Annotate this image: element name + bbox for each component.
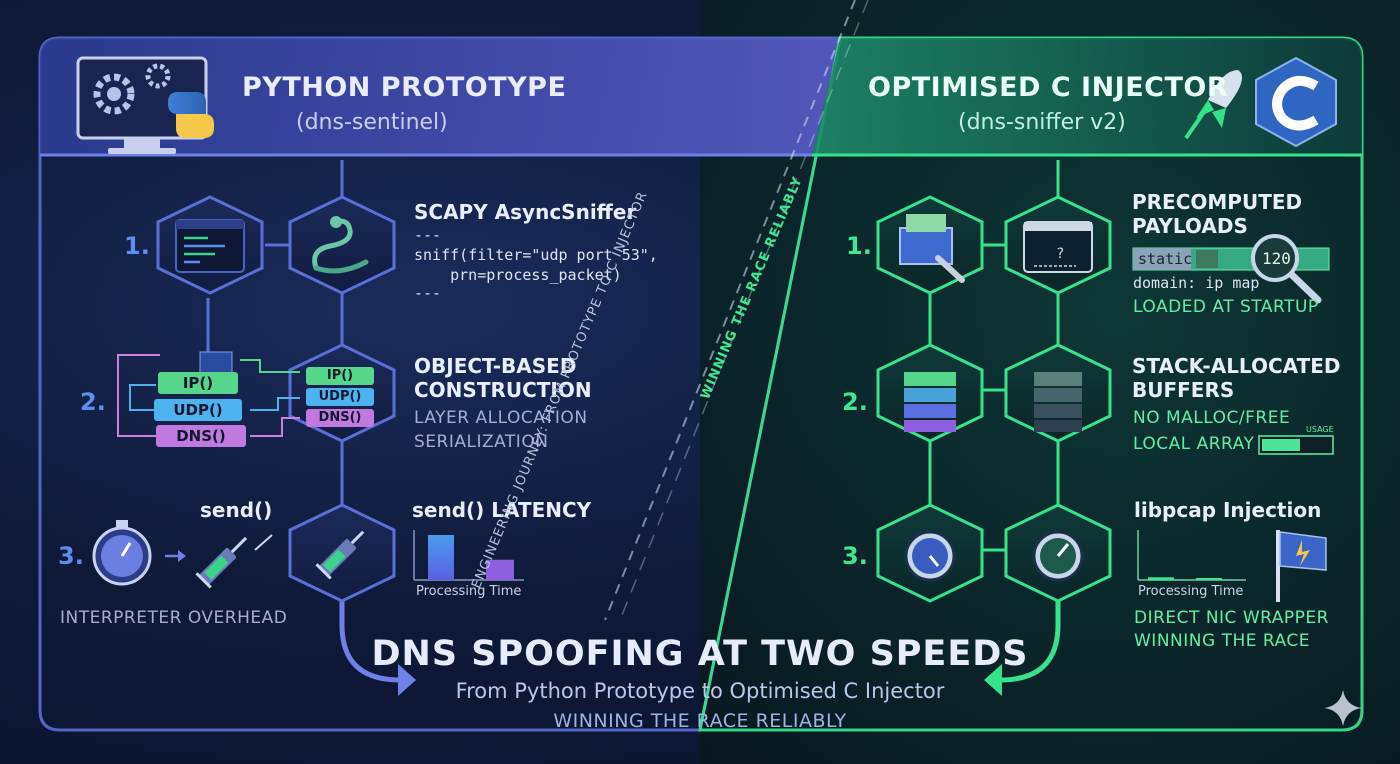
usage-label: USAGE — [1306, 425, 1334, 434]
monitor-gear-python-icon — [76, 56, 214, 154]
divider-dash-2 — [619, 0, 869, 621]
syringe-connector — [254, 534, 273, 551]
hex-layer-ip: IP() — [306, 367, 374, 385]
rocket-icon — [1184, 70, 1242, 140]
left-panel-frame — [38, 36, 842, 732]
right-step-1-note: LOADED AT STARTUP — [1133, 297, 1319, 317]
right-chart-label: Processing Time — [1138, 584, 1244, 599]
left-step-1-code-3: prn=process_packet) — [414, 266, 622, 284]
hex-stack-icon-1 — [876, 343, 984, 443]
hex-stopwatch-icon-1 — [876, 503, 984, 603]
right-step-3-heading: libpcap Injection — [1134, 498, 1322, 522]
right-step-1-heading-1: PRECOMPUTED — [1132, 190, 1303, 214]
main-tagline: WINNING THE RACE RELIABLY — [553, 710, 847, 732]
main-subtitle: From Python Prototype to Optimised C Inj… — [455, 679, 945, 703]
latency-bar-python-1 — [428, 535, 454, 580]
right-step-3-note-1: DIRECT NIC WRAPPER — [1134, 608, 1329, 628]
hex-stack-icon-2 — [1004, 343, 1112, 443]
syringe-icon-left — [195, 536, 248, 589]
left-step-1-heading: SCAPY AsyncSniffer — [414, 200, 637, 224]
left-step-2-note-2: SERIALIZATION — [414, 432, 549, 452]
right-subtitle: (dns-sniffer v2) — [958, 110, 1126, 135]
left-step-2-heading-1: OBJECT-BASED — [414, 354, 577, 378]
usage-bar — [1258, 435, 1334, 455]
left-step-3-number: 3. — [58, 542, 84, 570]
hex-box-wrench-icon — [876, 195, 984, 295]
left-chart-label: Processing Time — [416, 584, 522, 599]
left-step-2-note-1: LAYER ALLOCATION — [414, 408, 588, 428]
right-step-2-note-1: NO MALLOC/FREE — [1133, 408, 1291, 428]
hex-layer-udp: UDP() — [306, 388, 374, 406]
hex-browser-icon: ? — [1004, 195, 1112, 295]
payload-static-label: static — [1138, 250, 1193, 268]
left-subtitle: (dns-sentinel) — [296, 110, 448, 135]
c-language-icon — [1255, 56, 1337, 148]
hex-syringe-icon — [288, 503, 396, 603]
layer-udp: UDP() — [154, 399, 242, 421]
right-connectors — [928, 160, 1061, 683]
hex-stopwatch-icon-2 — [1004, 503, 1112, 603]
latency-chart-left — [413, 530, 524, 581]
hex-terminal-icon — [156, 195, 264, 295]
right-step-3-number: 3. — [842, 542, 868, 570]
payload-map-label: domain: ip map — [1133, 274, 1260, 292]
left-step-2-number: 2. — [80, 388, 106, 416]
left-step-1-code-4: --- — [414, 284, 442, 302]
right-step-2-number: 2. — [842, 388, 868, 416]
left-step-3-caption: INTERPRETER OVERHEAD — [60, 608, 288, 628]
construction-arrows — [117, 354, 300, 437]
send-call-label: send() — [200, 498, 273, 522]
folder-icon — [199, 351, 233, 375]
payload-bar — [1132, 234, 1330, 304]
layer-ip: IP() — [158, 372, 238, 394]
flag-icon — [1276, 530, 1327, 602]
divider-dash-1 — [604, 0, 856, 621]
main-title: DNS SPOOFING AT TWO SPEEDS — [371, 634, 1029, 674]
latency-chart-right — [1137, 530, 1246, 581]
left-step-3-heading: send() LATENCY — [412, 498, 592, 522]
left-step-1-code-2: sniff(filter="udp port 53", — [414, 246, 658, 264]
left-title: PYTHON PROTOTYPE — [242, 72, 567, 103]
right-arrow-head — [984, 664, 1002, 696]
right-step-2-note-2: LOCAL ARRAY — [1133, 434, 1255, 454]
left-step-1-code-1: --- — [414, 226, 442, 244]
right-title: OPTIMISED C INJECTOR — [868, 72, 1229, 103]
left-step-1-number: 1. — [124, 232, 150, 260]
svg-text:?: ? — [1056, 246, 1064, 262]
right-panel-frame — [698, 36, 1364, 732]
right-step-1-number: 1. — [846, 232, 872, 260]
sparkle-icon — [1324, 690, 1362, 726]
left-step-2-heading-2: CONSTRUCTION — [414, 378, 592, 402]
right-step-2-heading-1: STACK-ALLOCATED — [1132, 354, 1341, 378]
hex-layer-dns: DNS() — [306, 409, 374, 427]
left-connectors — [206, 160, 401, 683]
hex-snake-icon — [288, 195, 396, 295]
right-step-1-heading-2: PAYLOADS — [1132, 214, 1248, 238]
stopwatch-icon-left — [92, 520, 152, 586]
latency-bar-c-2 — [1196, 578, 1222, 580]
latency-bar-c-1 — [1148, 577, 1174, 580]
right-step-2-heading-2: BUFFERS — [1132, 378, 1235, 402]
layer-dns: DNS() — [156, 425, 246, 447]
right-step-3-note-2: WINNING THE RACE — [1134, 631, 1310, 651]
latency-bar-python-2 — [486, 559, 514, 580]
left-arrow-head — [398, 664, 416, 696]
payload-value: 120 — [1262, 249, 1291, 268]
